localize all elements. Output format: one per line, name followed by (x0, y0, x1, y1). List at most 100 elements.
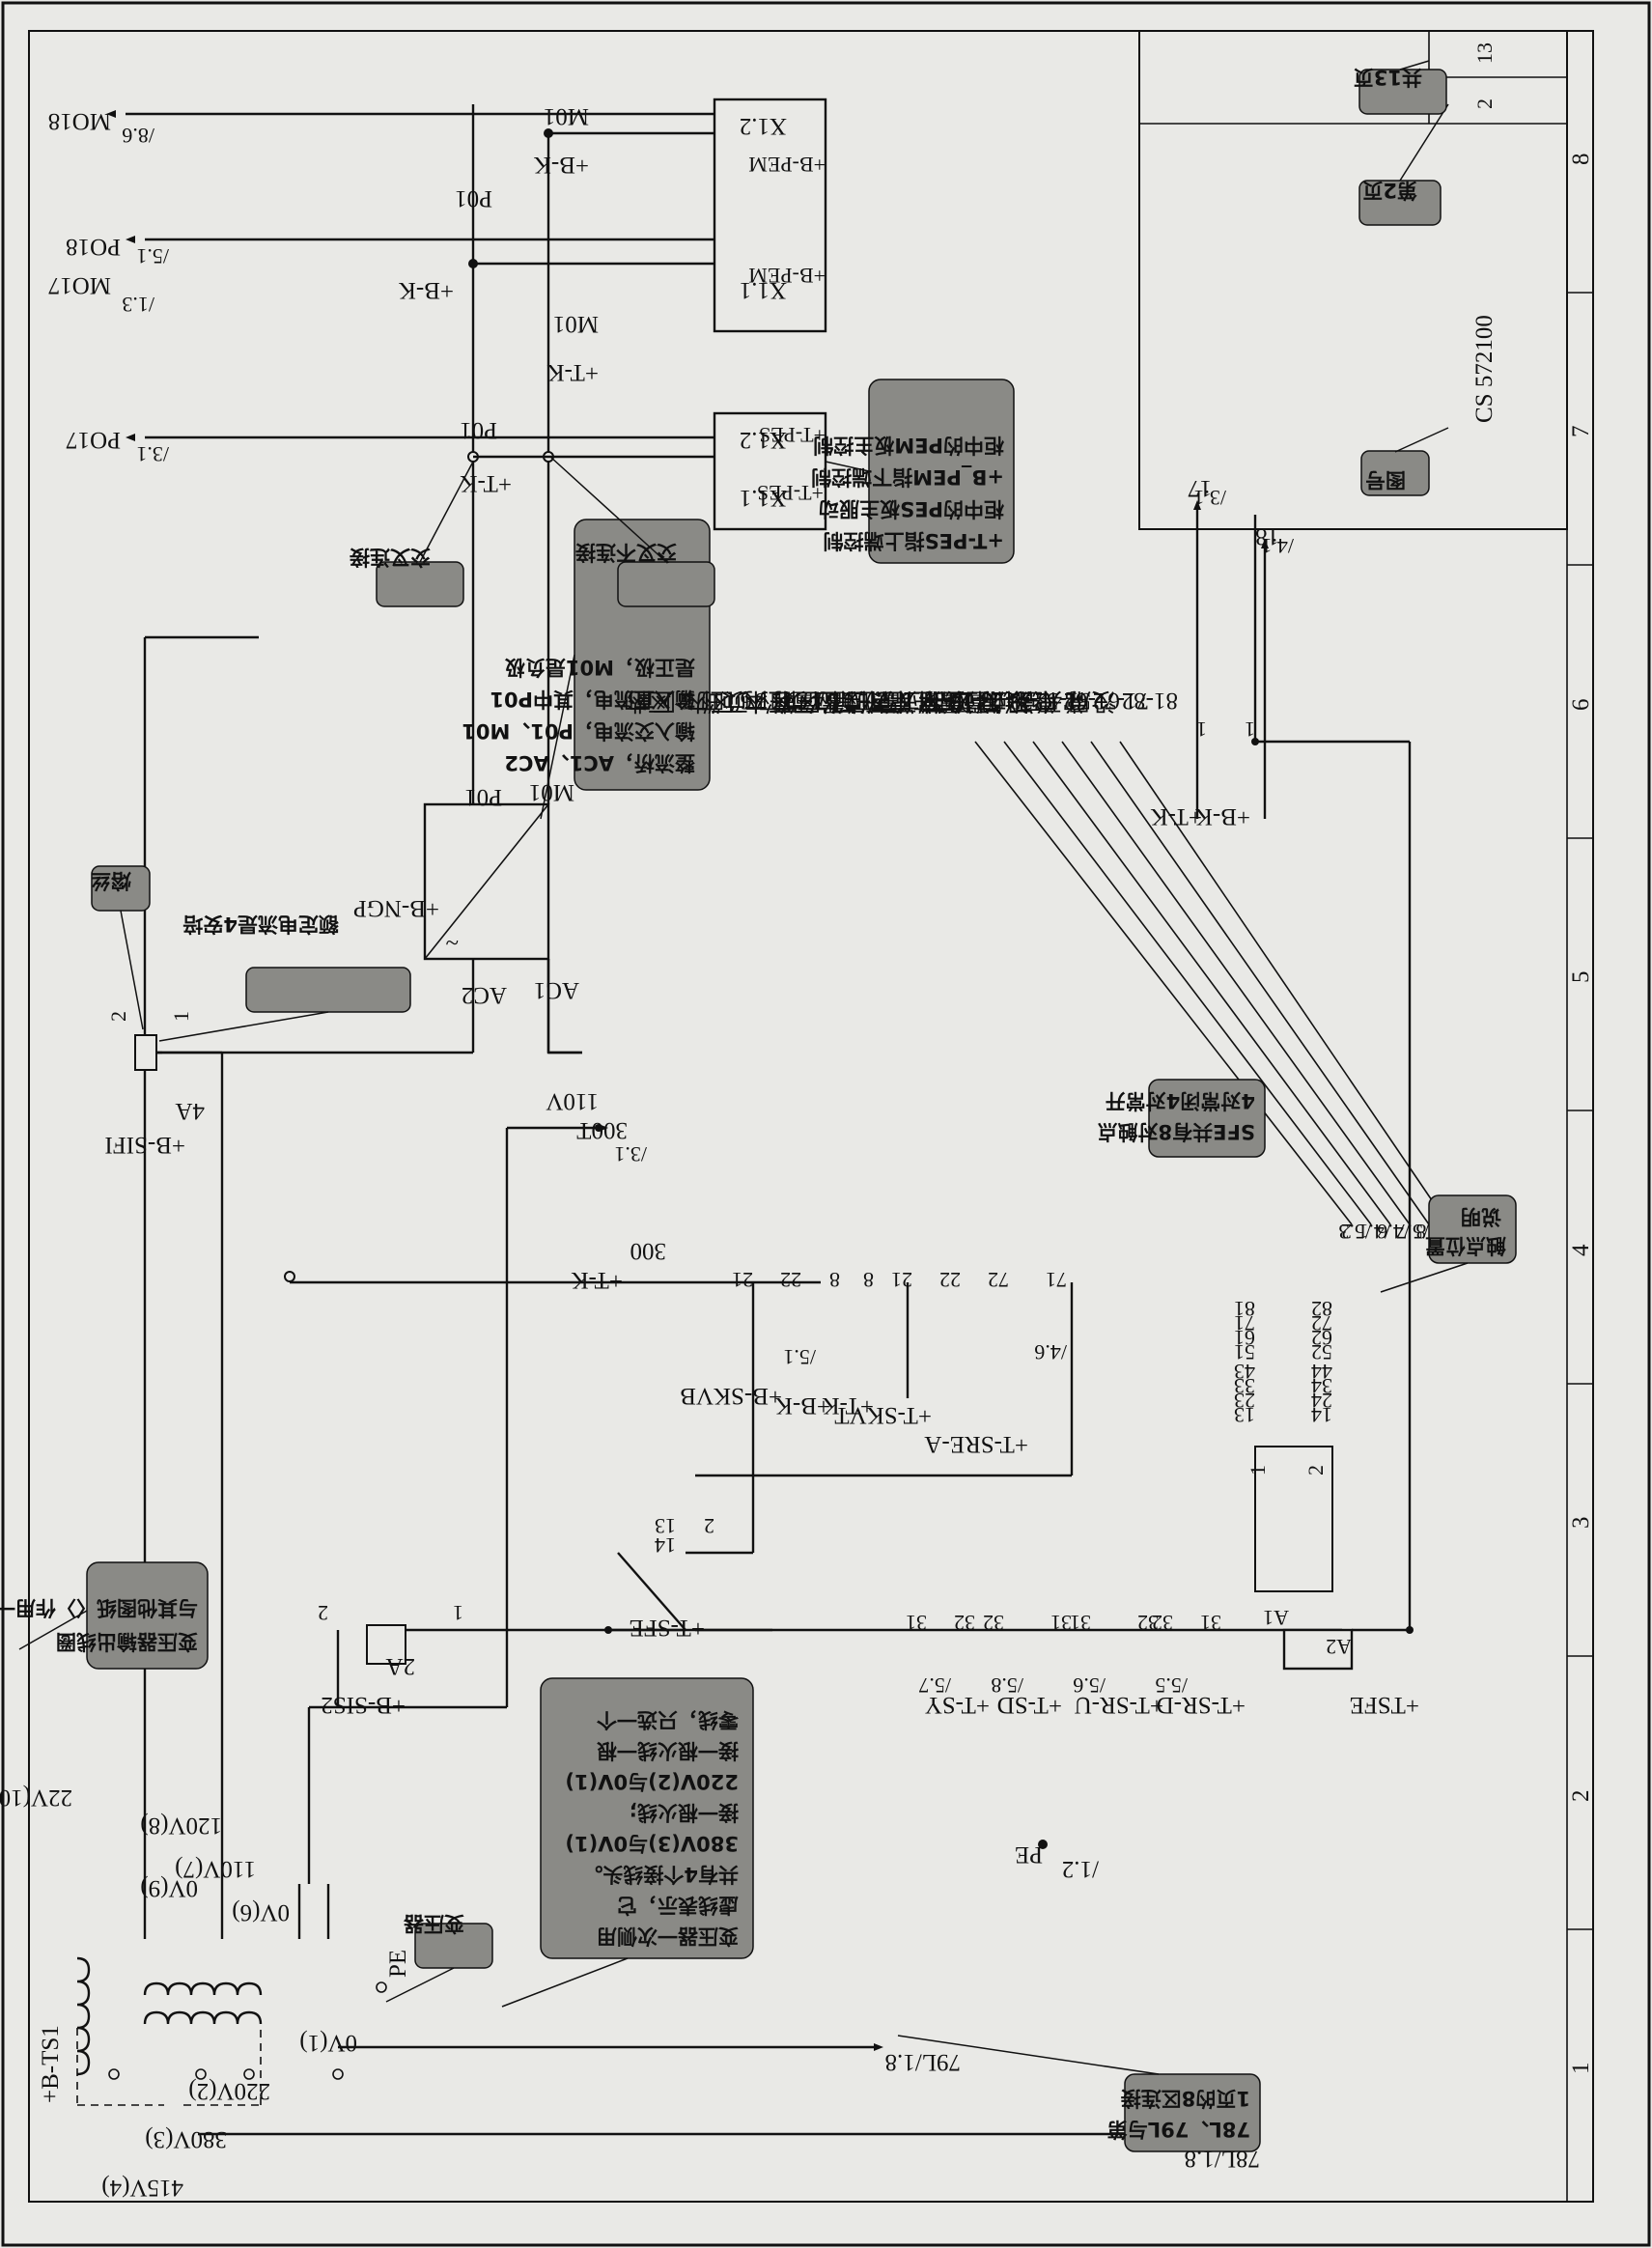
sfe-r-62: 62 (1311, 1326, 1332, 1350)
coil-sup1: 1 (1246, 1465, 1270, 1475)
sfe-l-13: 13 (1234, 1403, 1255, 1427)
bk-p01-ref: +B-K (399, 277, 454, 303)
legend-3: 33-34 没用（空） (850, 688, 1033, 715)
bk-p01-n: P01 (455, 185, 492, 211)
dc-bus: +T-K P01 +T-K M01 +B-K P01 +B-K M01 PO17… (48, 98, 827, 531)
skvt-ref: +T-SKVT (834, 1402, 932, 1428)
svg-text:柜中的PEM板主控制: 柜中的PEM板主控制 (813, 434, 1004, 457)
pe-ref: PE (1015, 1841, 1043, 1868)
sfe-r-52: 52 (1311, 1340, 1332, 1364)
sfe-xref-3: /4.6 (1377, 1220, 1410, 1244)
sis2-ref: +B-SIS2 (321, 1692, 406, 1718)
tsru-32: 32 (1137, 1611, 1159, 1635)
svg-text:380V(3)与0V(1): 380V(3)与0V(1) (565, 1832, 739, 1855)
coil-a1: A1 (1263, 1606, 1289, 1630)
zone-3: 3 (1568, 1517, 1594, 1530)
tsy-31: 31 (906, 1611, 927, 1635)
note-tr-primary: 变压器一次侧用 虚线表示，它 共有4个接线头。 380V(3)与0V(1) 接一… (501, 1677, 754, 2008)
out-18: 18 (1255, 523, 1279, 549)
tap-415v: 415V(4) (101, 2175, 183, 2201)
sis2-rating: 2A (385, 1653, 415, 1679)
sfe-l-81: 81 (1234, 1297, 1255, 1321)
note-fuse-rating: 额定电流是4安培 (158, 913, 411, 1042)
coil-tsfe: +TSFE A1 A2 1 2 (1246, 742, 1419, 1718)
svg-text:SFE共有8对触点: SFE共有8对触点 (1098, 1120, 1255, 1143)
control-110v: 110V 300T /3.1 +T-K 300 (284, 1088, 667, 1884)
tsru-ref: +T-SR-U (1075, 1692, 1163, 1718)
legend-5: 51-52 没用（空） (908, 688, 1091, 715)
svg-text:交叉不连接: 交叉不连接 (575, 541, 677, 564)
zone-8: 8 (1568, 154, 1594, 166)
tsrd-32: 32 (1152, 1611, 1173, 1635)
sfe-r-24: 24 (1311, 1389, 1332, 1413)
zone-ruler: 1 2 3 4 5 6 7 8 (1567, 154, 1594, 2074)
tap-0v6: 0V(6) (232, 1899, 290, 1925)
bpem-x11: X1.1 (740, 277, 787, 303)
svg-text:接一根火线;: 接一根火线; (630, 1801, 739, 1824)
skvb-page: /5.1 (783, 1345, 816, 1369)
supply-78l-79l: 78L/1.8 79L/1.8 PE /1.2 (198, 1840, 1260, 2172)
bk8-n: 8 (829, 1268, 840, 1292)
mo18: MO18 (48, 108, 111, 134)
svg-text:+B_PEM指下端控制: +B_PEM指下端控制 (811, 465, 1004, 489)
tsy-page: /5.7 (918, 1673, 951, 1698)
tk-m01-n: M01 (553, 311, 599, 337)
pe-label: PE (385, 1950, 411, 1978)
tk-p01-ref: +T-K (461, 470, 512, 496)
ngp-ac2: AC2 (462, 982, 507, 1008)
tsru-page: /5.6 (1073, 1673, 1106, 1698)
fuse-sifi: 2 1 +B-SIFI 4A (104, 959, 475, 1158)
rectifier-ngp: ~ +B-NGP AC2 AC1 P01 M01 (353, 104, 582, 1054)
tap-220v: 220V(2) (188, 2078, 270, 2104)
mo18-refs: /8.6 (122, 124, 154, 148)
svg-text:+T-PES指上端控制: +T-PES指上端控制 (824, 529, 1004, 552)
tap-380v: 380V(3) (145, 2126, 227, 2152)
ngp-ac1: AC1 (534, 977, 579, 1003)
tsd-32: 32 (983, 1611, 1004, 1635)
fuse-pin-1: 1 (169, 1011, 193, 1022)
sfe-legend: 13-14 常开点位置在本页的 2 区内 23-24 常开点位置在第 5 页的 … (623, 688, 1178, 715)
tpes-x12: X1.2 (740, 427, 787, 453)
zone-2: 2 (1568, 1790, 1594, 1803)
note-tr-output: 变压器输出线圈 与其他图纸〈〉作用一样 (0, 1561, 209, 1670)
note-contact-pos: 触点位置 说明 (1380, 1194, 1517, 1293)
terminal-tpes (713, 411, 827, 531)
contact-row-limit: +T-SY /5.7 31 32 +T-SD /5.8 32 31 +T-SR-… (695, 1611, 1342, 1718)
sis2-pin-1: 1 (453, 1601, 463, 1625)
title-block: CS 572100 13 2 (1138, 30, 1568, 530)
note-page-link: 78L、79L与第 1页的8区连接 (897, 2035, 1261, 2152)
zone-4: 4 (1568, 1244, 1594, 1256)
tsru-31: 31 (1070, 1611, 1091, 1635)
legend-6: 61-62 常开点位置在第 5 页的 7 区内 (743, 688, 1120, 715)
sis2-pin-2: 2 (318, 1601, 328, 1625)
legend-8: 81-82 没用（空） (994, 688, 1178, 715)
svg-text:共13页: 共13页 (1354, 66, 1422, 89)
legend-1: 13-14 常开点位置在本页的 2 区内 (623, 688, 975, 715)
tk-p01-n: P01 (460, 417, 497, 443)
tap-0v: 0V(1) (299, 2030, 357, 2056)
ts1-ref: +B-TS1 (38, 2025, 64, 2103)
v110-tk: +T-K (572, 1267, 623, 1293)
bk-m01-n: M01 (544, 103, 589, 129)
sfe-xref-4: /5.7 (1396, 1220, 1429, 1244)
coil-ref: +TSFE (1350, 1692, 1419, 1718)
v110-tk-n: 300 (630, 1238, 667, 1264)
total-pages: 13 (1472, 42, 1497, 64)
svg-text:1页的8区连接: 1页的8区连接 (1121, 2087, 1250, 2110)
svg-text:虚线表示，它: 虚线表示，它 (617, 1894, 739, 1917)
svg-text:接一根火线一根: 接一根火线一根 (597, 1739, 739, 1762)
coil-sup2: 2 (1303, 1465, 1328, 1475)
tpes-b: +T-PES (759, 423, 826, 447)
skvt-22: 22 (939, 1268, 961, 1292)
tsrd-31: 31 (1200, 1611, 1221, 1635)
out-17-refs: /3.1 (1193, 486, 1226, 510)
svg-text:输入直流电，其中P01: 输入直流电，其中P01 (490, 688, 695, 711)
coil-a2: A2 (1326, 1635, 1352, 1659)
svg-text:220V(2)与0V(1): 220V(2)与0V(1) (565, 1770, 739, 1793)
drawing-number: CS 572100 (1471, 315, 1498, 423)
v110-refs: /3.1 (614, 1142, 647, 1166)
ac-symbol: ~ (445, 929, 459, 955)
po17-refs: /3.1 (136, 442, 169, 466)
note-drawing-no: 图号 (1360, 427, 1449, 496)
